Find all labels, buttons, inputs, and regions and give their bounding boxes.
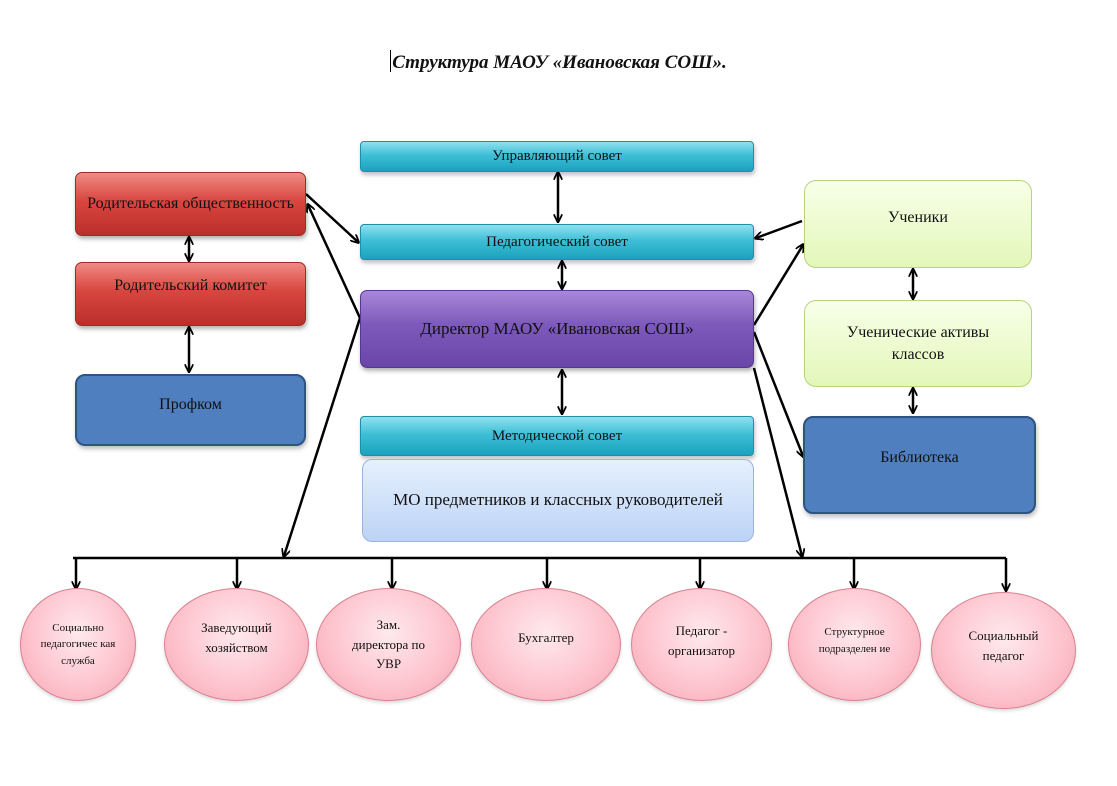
students-box: Ученики [804,180,1032,268]
arrow-director-to-left-bus [284,317,362,556]
housekeeping-node: Заведующий хозяйством [164,588,309,701]
library-label: Библиотека [880,449,959,467]
subject-mo-label: МО предметников и классных руководителей [393,490,723,510]
methodical-council-label: Методической совет [491,427,623,444]
parent-public-label: Родительская общественность [87,195,294,213]
text-cursor [390,50,392,72]
methodical-council-box: Методической совет [360,416,754,456]
page-title: Структура МАОУ «Ивановская СОШ». [0,50,1117,74]
arrow-students-pedagogical [756,219,803,238]
director-box: Директор МАОУ «Ивановская СОШ» [360,290,754,368]
social-pedagogue-label: Социальный педагог [968,628,1039,663]
social-pedagogue-node: Социальный педагог [931,592,1076,709]
structural-unit-node: Структурное подразделен ие [788,588,921,701]
student-activists-box: Ученические активы классов [804,300,1032,387]
student-activists-label: Ученические активы классов [846,323,990,363]
social-service-node: Социально педагогичес кая служба [20,588,136,701]
organizer-node: Педагог - организатор [631,588,772,701]
title-text: Структура МАОУ «Ивановская СОШ». [392,52,727,73]
deputy-director-node: Зам. директора по УВР [316,588,461,701]
arrow-director-to-right-bus [752,367,802,556]
director-label: Директор МАОУ «Ивановская СОШ» [420,318,694,338]
governing-council-label: Управляющий совет [492,148,622,165]
library-box: Библиотека [803,416,1036,514]
parent-public-box: Родительская общественность [75,172,306,236]
trade-union-box: Профком [75,374,306,446]
arrow-director-parentpublic [308,205,362,319]
subject-mo-box: МО предметников и классных руководителей [362,459,754,542]
pedagogical-council-box: Педагогический совет [360,224,754,260]
structural-unit-label: Структурное подразделен ие [818,626,891,655]
accountant-node: Бухгалтер [471,588,621,701]
parent-committee-box: Родительский комитет [75,262,306,326]
housekeeping-label: Заведующий хозяйством [201,620,272,655]
parent-committee-label: Родительский комитет [114,277,267,295]
organizer-label: Педагог - организатор [667,623,736,658]
accountant-label: Бухгалтер [518,629,574,645]
trade-union-label: Профком [159,396,222,414]
arrow-director-library [752,331,803,456]
pedagogical-council-label: Педагогический совет [486,233,628,250]
social-service-label: Социально педагогичес кая служба [40,621,116,667]
deputy-director-label: Зам. директора по УВР [352,617,425,672]
governing-council-box: Управляющий совет [360,141,754,172]
arrow-director-students [752,245,803,326]
students-label: Ученики [888,209,948,227]
